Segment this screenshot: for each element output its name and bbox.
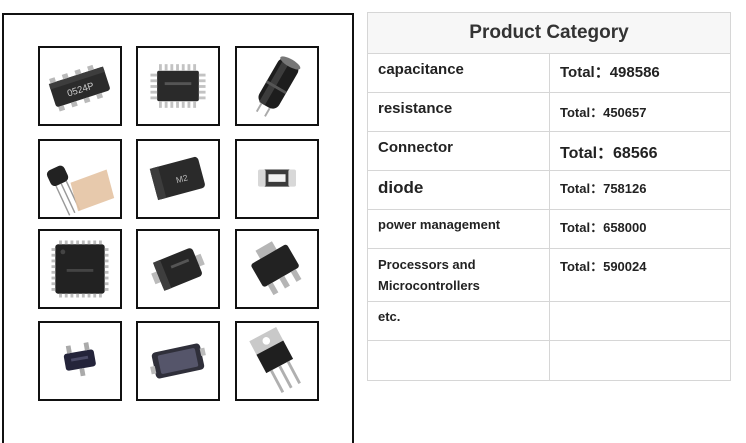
total-cell bbox=[550, 341, 730, 380]
product-image-to220[interactable] bbox=[235, 321, 319, 401]
total-cell: Total：658000 bbox=[560, 220, 647, 235]
product-image-crystal[interactable] bbox=[136, 321, 220, 401]
to220-component-icon bbox=[249, 327, 301, 393]
total-cell bbox=[550, 302, 730, 340]
product-image-smb-diode[interactable] bbox=[136, 229, 220, 309]
category-cell[interactable]: etc. bbox=[368, 302, 550, 340]
smd-diode-icon: M2 bbox=[149, 156, 205, 201]
sot23-transistor-icon bbox=[63, 342, 96, 377]
category-cell[interactable]: capacitance bbox=[368, 54, 550, 92]
product-image-gallery: 0524P bbox=[2, 13, 354, 443]
total-cell: Total：758126 bbox=[560, 181, 647, 196]
to92-transistor-icon bbox=[46, 165, 115, 216]
product-image-qfp-ic[interactable] bbox=[136, 46, 220, 126]
category-cell[interactable]: Connector bbox=[368, 132, 550, 170]
table-row: resistance Total：450657 bbox=[368, 93, 730, 132]
product-image-sot23[interactable] bbox=[38, 321, 122, 401]
table-row bbox=[368, 341, 730, 380]
product-image-capacitor[interactable] bbox=[235, 46, 319, 126]
product-image-resistor-array[interactable]: 0524P bbox=[38, 46, 122, 126]
total-cell: Total：450657 bbox=[560, 105, 647, 120]
product-category-table: Product Category capacitance Total：49858… bbox=[367, 12, 731, 381]
chip-resistor-icon bbox=[258, 169, 296, 187]
table-row: Connector Total：68566 bbox=[368, 132, 730, 171]
total-cell: Total：590024 bbox=[560, 259, 647, 274]
category-cell[interactable]: resistance bbox=[368, 93, 550, 131]
smd-crystal-icon bbox=[150, 343, 206, 379]
table-row: etc. bbox=[368, 302, 730, 341]
category-cell[interactable]: power management bbox=[368, 210, 550, 248]
category-cell bbox=[368, 341, 550, 380]
product-image-plcc-ic[interactable] bbox=[38, 229, 122, 309]
sot223-regulator-icon bbox=[251, 241, 302, 296]
product-image-smd-diode[interactable]: M2 bbox=[136, 139, 220, 219]
qfp-chip-icon bbox=[150, 64, 206, 108]
chip-marking: M2 bbox=[175, 172, 189, 185]
category-cell[interactable]: Processors and Microcontrollers bbox=[368, 249, 550, 301]
table-row: power management Total：658000 bbox=[368, 210, 730, 249]
table-row: capacitance Total：498586 bbox=[368, 54, 730, 93]
product-image-chip-resistor[interactable] bbox=[235, 139, 319, 219]
total-cell: Total：68566 bbox=[560, 145, 658, 162]
category-cell[interactable]: diode bbox=[368, 171, 550, 209]
product-image-sot223[interactable] bbox=[235, 229, 319, 309]
electrolytic-capacitor-icon bbox=[255, 56, 301, 117]
table-row: Processors and Microcontrollers Total：59… bbox=[368, 249, 730, 302]
plcc-chip-icon bbox=[51, 240, 109, 298]
smb-diode-icon bbox=[151, 248, 205, 291]
product-image-transistor[interactable] bbox=[38, 139, 122, 219]
table-title: Product Category bbox=[368, 13, 730, 54]
total-cell: Total：498586 bbox=[560, 64, 660, 81]
table-row: diode Total：758126 bbox=[368, 171, 730, 210]
resistor-array-chip-icon: 0524P bbox=[48, 64, 110, 112]
